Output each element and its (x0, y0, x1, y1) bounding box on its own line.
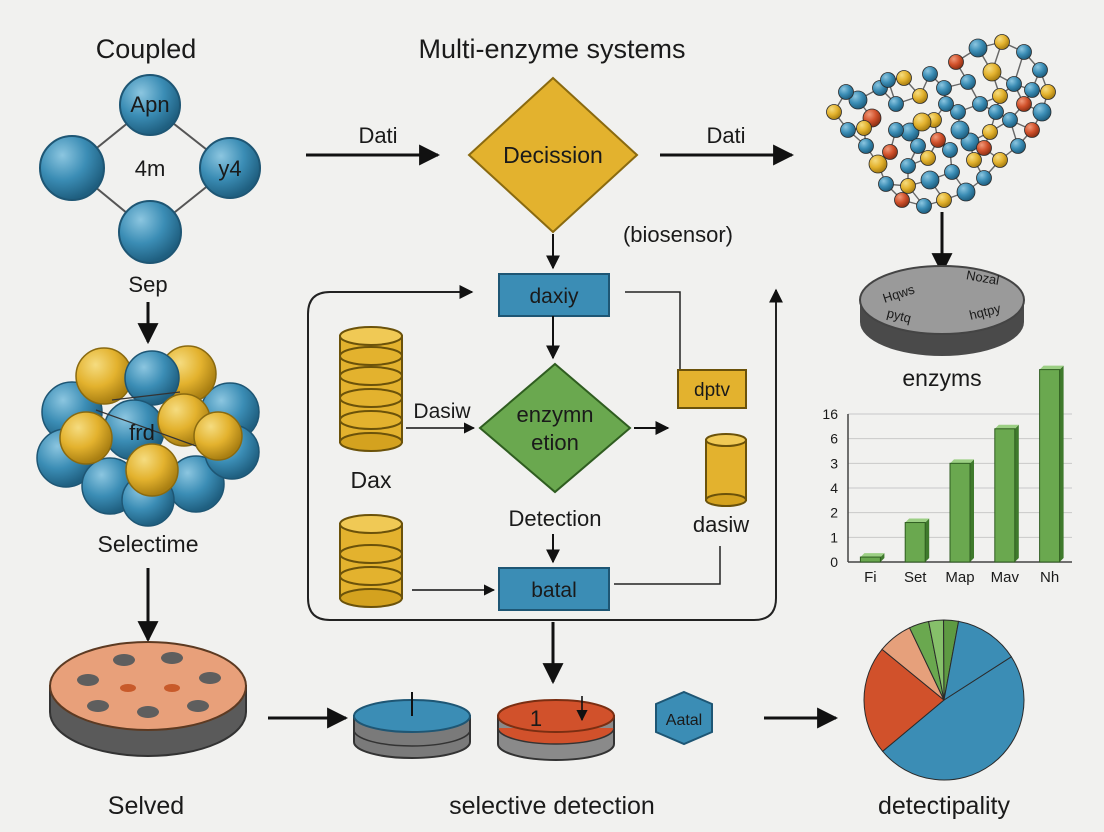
plate-text-2: Nozal (965, 267, 1000, 288)
node-circle (199, 137, 261, 199)
bar-side (1014, 424, 1019, 562)
hexagon-shape (655, 690, 713, 746)
bar-side (970, 459, 974, 562)
coupled-network: Apn 4m y4 (39, 74, 261, 264)
selved-label: Selved (108, 792, 184, 820)
bar-side (925, 518, 930, 562)
bar-category-label: Mav (991, 569, 1020, 586)
pie-slice (943, 620, 1013, 702)
node-circle (39, 135, 105, 201)
bar-top (905, 518, 930, 523)
pie-slice (881, 656, 1025, 781)
plate-text-3: pytq (885, 305, 912, 326)
dptv-label: dptv (694, 380, 730, 401)
bar-tick-label: 3 (830, 455, 838, 471)
node-circle (119, 74, 181, 136)
dptv-box (677, 369, 747, 409)
detectipality-label: detectipality (878, 792, 1011, 820)
dasiw-left-label: Dasiw (413, 400, 471, 423)
data-label-left: Dati (358, 123, 397, 148)
bar (1039, 369, 1061, 563)
enzyme-diamond (478, 362, 632, 494)
enzyme-label-line2: etion (531, 430, 579, 455)
enzyme-label-line1: enzymn (516, 402, 593, 427)
bar-category-label: Set (904, 569, 927, 586)
connector-batal-dasiw (614, 546, 721, 585)
daxiy-label: daxiy (529, 285, 579, 308)
blue-disk (353, 692, 471, 759)
bar-tick-label: 6 (830, 431, 838, 447)
bar-tick-label: 4 (830, 480, 838, 496)
node-circle (118, 200, 182, 264)
bar-side (880, 553, 885, 562)
bar-tick-label: 16 (822, 406, 838, 422)
data-label-right: Dati (706, 123, 745, 148)
cluster-label: frd (129, 420, 155, 445)
sep-label: Sep (128, 272, 167, 297)
dax-label: Dax (351, 467, 392, 493)
dasiw-right-label: dasiw (693, 512, 749, 537)
sphere-cluster (36, 345, 260, 527)
database-cylinder-small (705, 433, 747, 507)
node-label-right: y4 (218, 156, 241, 181)
diagram-title: Multi-enzyme systems (418, 34, 685, 64)
bar-category-label: Fi (864, 569, 877, 586)
process-loop (307, 291, 777, 621)
node-label-center: 4m (135, 156, 166, 181)
decision-diamond (467, 76, 639, 234)
bar-top (860, 553, 885, 558)
bar-side (1059, 365, 1064, 562)
bar-top (994, 424, 1019, 429)
database-cylinder-large (339, 326, 403, 452)
enzyms-label: enzyms (902, 365, 981, 391)
selved-plate (49, 641, 247, 757)
bar (994, 428, 1016, 563)
pie-slice (863, 648, 945, 753)
biosensor-label: (biosensor) (623, 222, 733, 247)
bar-tick-label: 2 (830, 505, 838, 521)
red-disk (497, 696, 615, 761)
detection-label: Detection (509, 506, 602, 531)
connector-daxiy-dptv (625, 291, 681, 372)
node-label-top: Apn (130, 92, 169, 117)
bar-top (950, 459, 974, 464)
database-cylinder-lower (339, 514, 403, 608)
batal-box (498, 567, 610, 611)
bar (949, 462, 971, 563)
pie-chart (863, 619, 1025, 781)
hexagon-label: Aatal (666, 712, 702, 729)
enzyme-plate: Hqws Nozal pytq hqtpy (859, 265, 1025, 356)
bar (904, 522, 926, 563)
bar-category-label: Nh (1040, 569, 1059, 586)
selectime-label: Selectime (98, 531, 199, 557)
batal-label: batal (531, 579, 577, 602)
bar-tick-label: 0 (830, 554, 838, 570)
disk-mark: 1 (530, 706, 542, 731)
selective-detection-label: selective detection (449, 792, 655, 820)
bar-category-label: Map (945, 569, 974, 586)
bar (859, 556, 881, 563)
bar-top (1039, 365, 1064, 370)
decision-label: Decission (503, 142, 603, 168)
bar-tick-label: 1 (830, 529, 838, 545)
coupled-label: Coupled (96, 34, 197, 64)
molecule-network (826, 34, 1056, 214)
